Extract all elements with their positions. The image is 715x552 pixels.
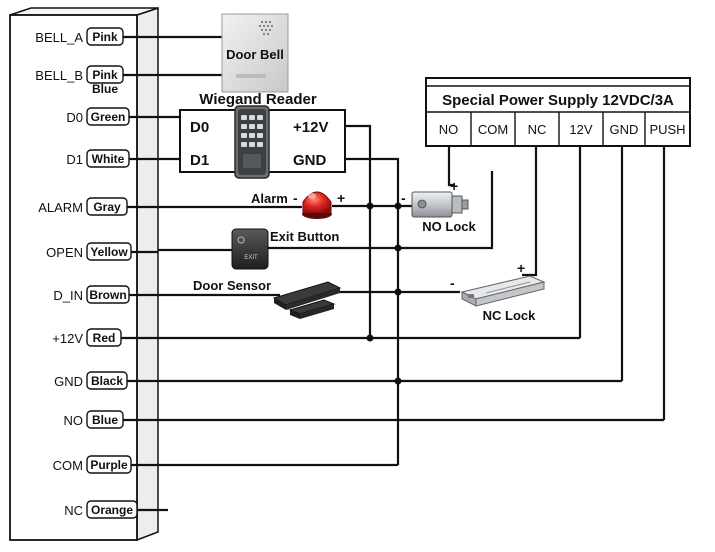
junction-dot [394,202,402,210]
no-lock: - + NO Lock [401,178,476,234]
wiegand-reader-title: Wiegand Reader [199,91,317,108]
wire-color-label: Purple [90,458,128,472]
power-supply-title: Special Power Supply 12VDC/3A [442,92,674,109]
power-supply-terminal: NO [439,122,459,137]
wire-color-label: Red [93,331,116,345]
terminal-label: GND [54,374,83,389]
power-supply-terminal: PUSH [649,122,685,137]
alarm-siren: Alarm - + [251,190,345,219]
reader-pin-d0: D0 [190,119,209,136]
reader-pin-gnd: GND [293,152,327,169]
terminal-row: NO Blue [64,410,158,429]
wire-color-label: Yellow [90,245,128,259]
terminal-label: +12V [52,331,83,346]
terminal-row: BELL_A Pink [35,27,158,46]
terminal-row: OPEN Yellow [46,242,158,261]
wire-color-label: Gray [93,200,121,214]
keypad-device [234,105,270,179]
alarm-label: Alarm [251,191,288,206]
terminal-row: GND Black [54,371,158,390]
door-sensor: Door Sensor [193,278,342,319]
door-sensor-label: Door Sensor [193,278,271,293]
terminal-row: ALARM Gray [38,197,158,216]
no-lock-label: NO Lock [422,219,476,234]
terminal-row: NC Orange [64,500,158,519]
terminal-row: COM Purple [53,455,158,474]
reader-pin-d1: D1 [190,152,209,169]
terminal-label: NC [64,503,83,518]
wire-color-label: Brown [89,288,126,302]
exit-button-label: Exit Button [270,229,339,244]
reader-pin-12v: +12V [293,119,328,136]
junction-dot [366,334,374,342]
terminal-row: D0 Green [66,107,158,126]
power-supply: Special Power Supply 12VDC/3A NO COM NC 12V… [425,77,691,147]
terminal-label: BELL_B [35,68,83,83]
terminal-label: OPEN [46,245,83,260]
exit-button-face-text: EXIT [244,255,258,261]
power-supply-terminal: COM [478,122,508,137]
terminal-row: D1 White [66,149,158,168]
no-lock-plus: + [450,178,458,194]
exit-button: EXIT Exit Button [231,228,339,270]
wire-color-label: Black [91,374,123,388]
power-supply-terminal: NC [528,122,547,137]
power-supply-terminal: GND [610,122,639,137]
nc-lock: - + NC Lock [450,260,546,323]
terminal-label: D0 [66,110,83,125]
wire-color-label: Pink [92,30,118,44]
door-bell: Door Bell [221,13,289,93]
wire-color-label: Green [91,110,126,124]
access-controller [9,6,159,542]
junction-dot [394,288,402,296]
wires [158,35,666,512]
power-supply-terminal-list: NO COM NC 12V GND PUSH [439,112,686,146]
power-supply-terminal: 12V [569,122,592,137]
terminal-label: BELL_A [35,30,83,45]
terminal-row: +12V Red [52,328,158,347]
wire-color-label-secondary: Blue [92,82,118,96]
wire-color-label: White [92,152,125,166]
wire-color-label: Blue [92,413,118,427]
wire-color-label: Pink [92,68,118,82]
door-bell-label: Door Bell [226,47,284,62]
junction-dot [394,244,402,252]
alarm-minus: - [293,190,298,206]
wiegand-reader: Wiegand Reader D0 D1 +12V GND [179,91,346,179]
terminal-label: COM [53,458,83,473]
nc-lock-plus: + [517,260,525,276]
nc-lock-label: NC Lock [483,308,537,323]
junction-dot [366,202,374,210]
terminal-row: D_IN Brown [53,285,158,304]
no-lock-minus: - [401,190,406,206]
wire-color-label: Orange [91,503,133,517]
nc-lock-minus: - [450,275,455,291]
terminal-label: D_IN [53,288,83,303]
terminal-label: D1 [66,152,83,167]
junction-dot [394,377,402,385]
alarm-plus: + [337,190,345,206]
terminal-label: NO [64,413,84,428]
terminal-label: ALARM [38,200,83,215]
